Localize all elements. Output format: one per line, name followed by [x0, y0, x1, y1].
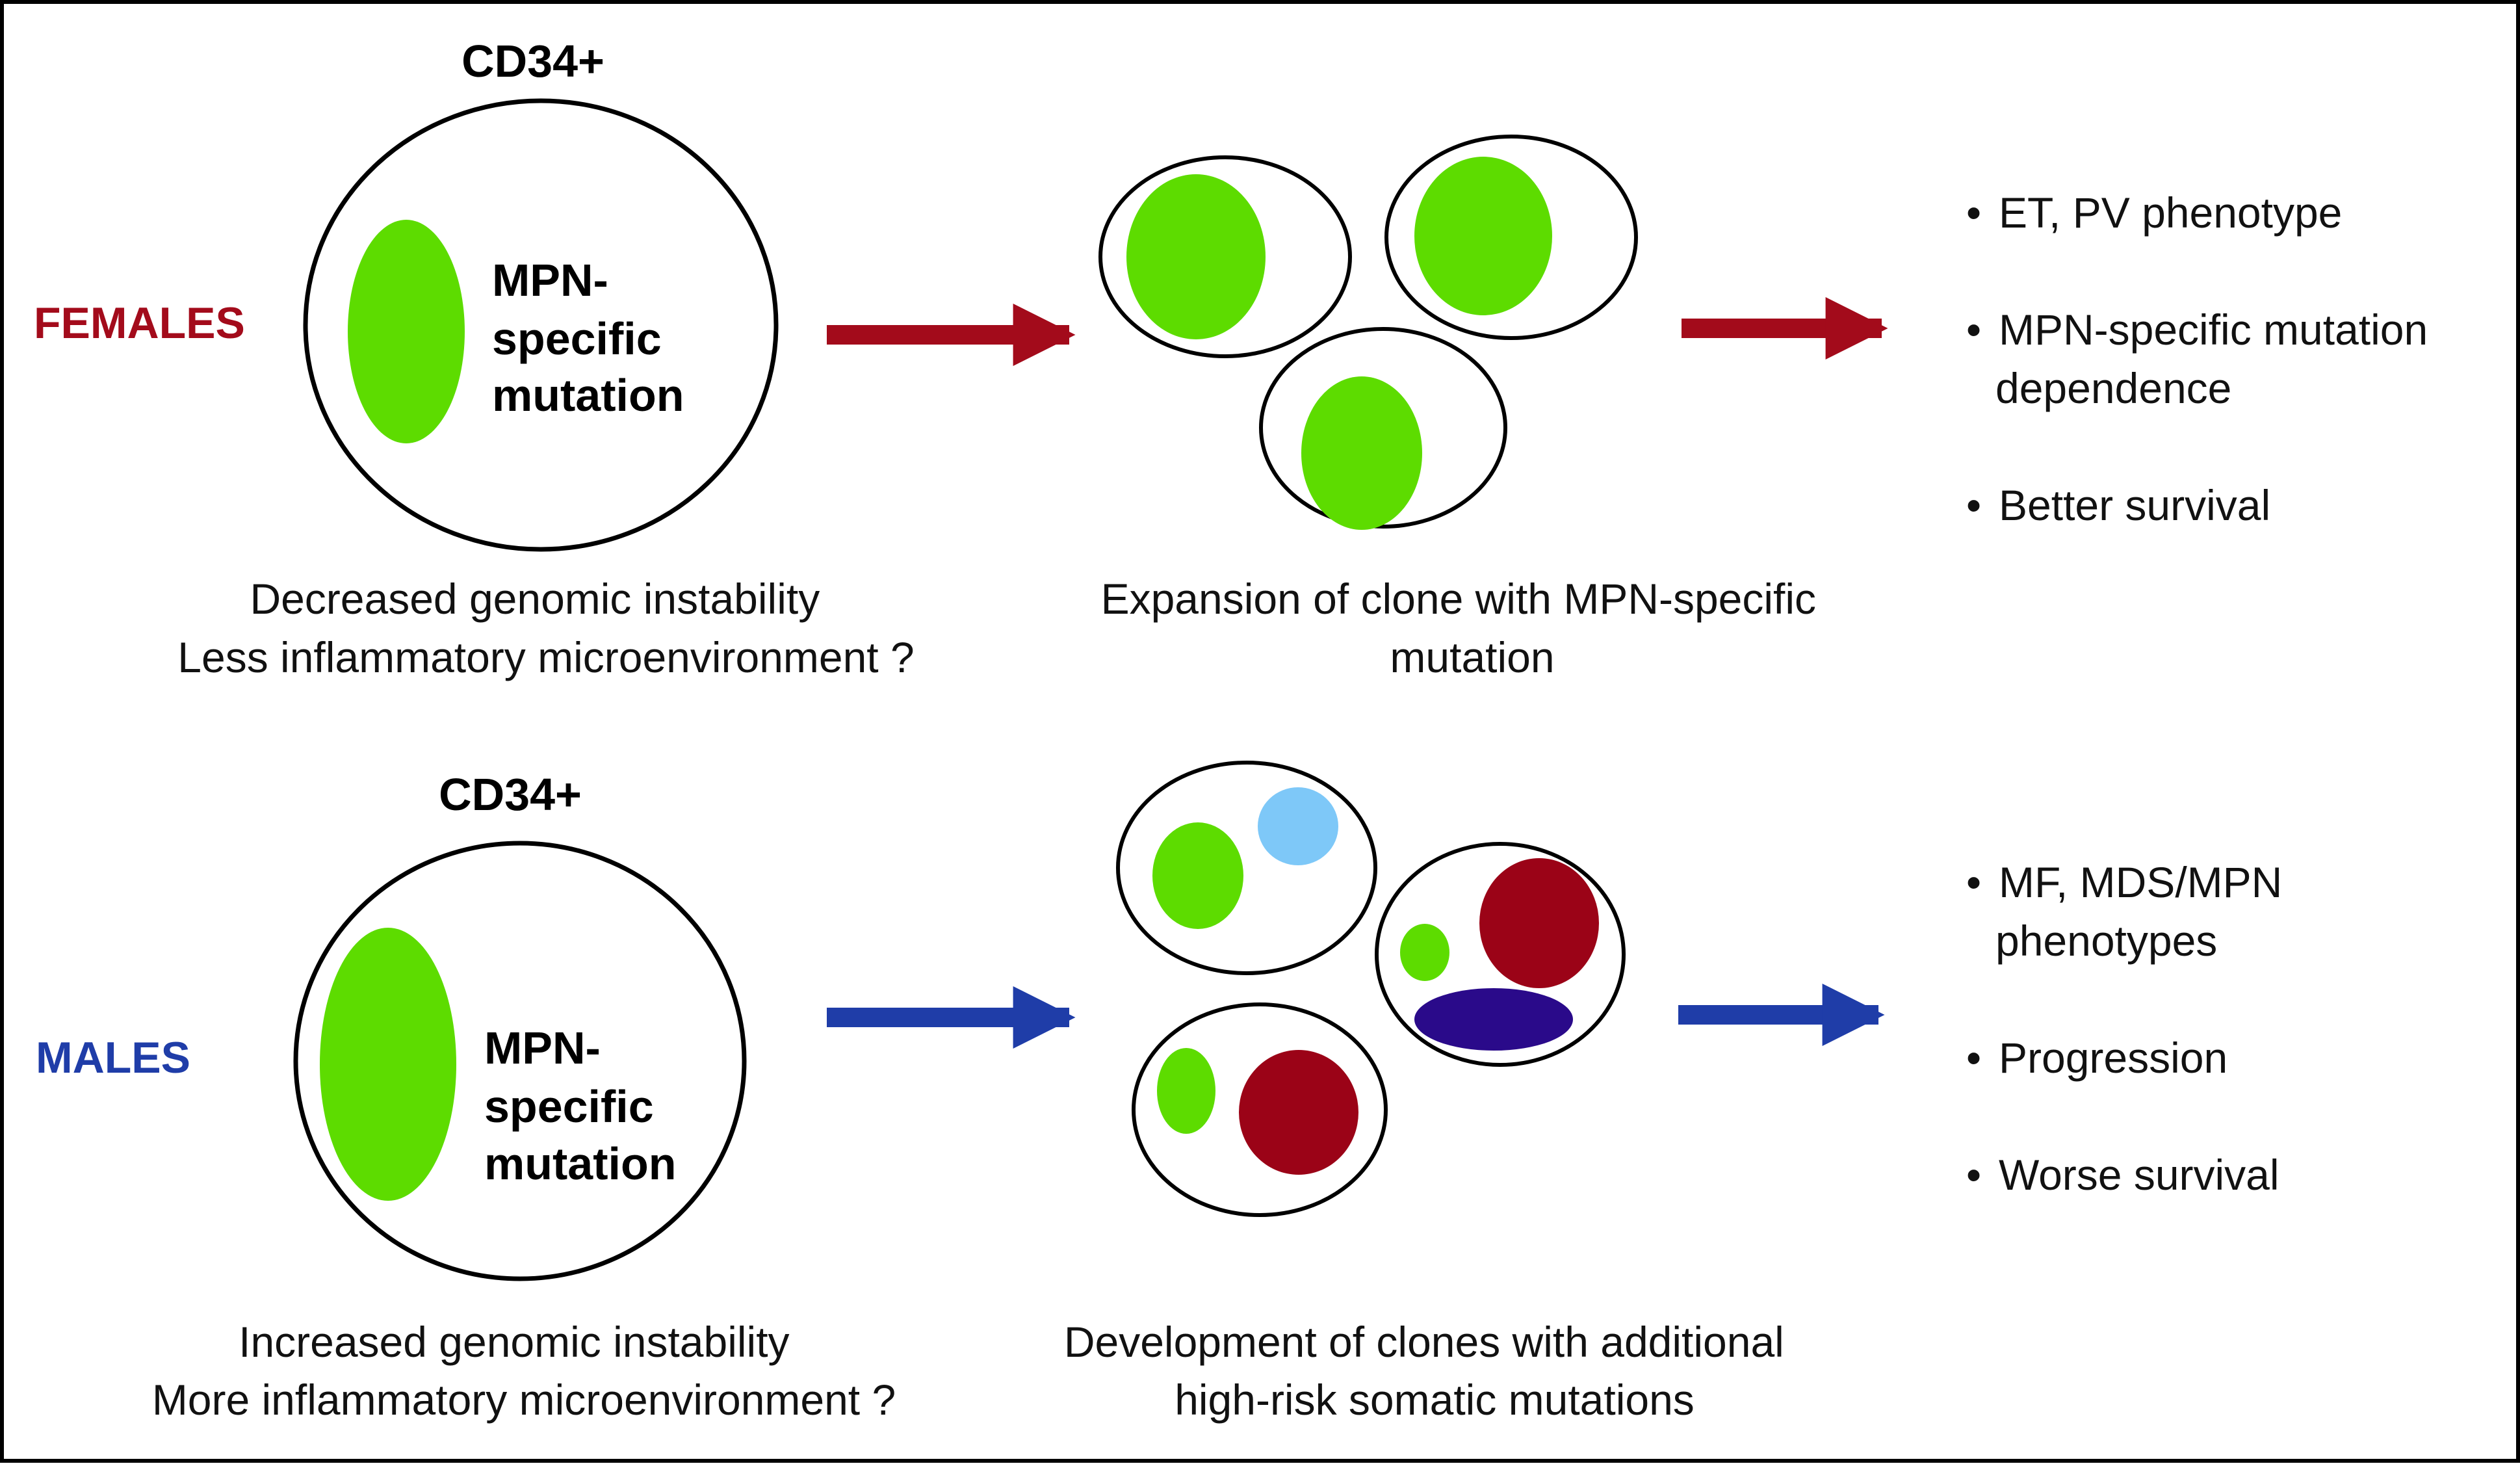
males-outcome-2: • Progression	[1966, 1034, 2228, 1082]
males-outcome-1: • MF, MDS/MPN phenotypes	[1966, 858, 2294, 965]
males-development-line-1: Development of clones with additional	[1064, 1318, 1784, 1366]
females-expansion-line-2: mutation	[1390, 633, 1554, 681]
females-caption-line-2: Less inflammatory microenvironment ?	[177, 633, 914, 681]
females-caption: Decreased genomic instability Less infla…	[177, 575, 914, 681]
females-outcomes: • ET, PV phenotype • MPN-specific mutati…	[1966, 189, 2440, 529]
males-development-line-2: high-risk somatic mutations	[1175, 1376, 1695, 1424]
females-row: FEMALES CD34+ MPN- specific mutation Dec…	[34, 36, 2440, 681]
females-clone-mutation-3	[1301, 376, 1422, 530]
males-outcome-1-line-2: phenotypes	[1995, 917, 2217, 965]
males-mutation-clone	[320, 928, 456, 1201]
females-outcome-1: • ET, PV phenotype	[1966, 189, 2342, 237]
males-outcomes: • MF, MDS/MPN phenotypes • Progression •…	[1966, 858, 2294, 1199]
males-clone-additional-2	[1479, 858, 1599, 988]
females-expansion-caption: Expansion of clone with MPN-specific mut…	[1101, 575, 1828, 681]
females-outcome-2: • MPN-specific mutation dependence	[1966, 306, 2440, 412]
females-mutation-line-1: MPN-	[492, 255, 608, 306]
males-outcome-3: • Worse survival	[1966, 1151, 2280, 1199]
females-outcome-2-line-2: dependence	[1995, 364, 2231, 412]
males-clone-mutation-3	[1157, 1048, 1215, 1134]
males-development-caption: Development of clones with additional hi…	[1064, 1318, 1796, 1424]
females-clone-mutation-2	[1414, 157, 1552, 315]
males-mutation-line-2: specific	[484, 1081, 654, 1132]
females-mutation-clone	[348, 220, 465, 443]
males-cell-label: CD34+	[439, 769, 582, 820]
females-mutation-line-3: mutation	[492, 370, 684, 421]
males-row: MALES CD34+ MPN- specific mutation Incre…	[36, 761, 2294, 1424]
females-clone-mutation-1	[1126, 174, 1266, 339]
females-expansion-line-1: Expansion of clone with MPN-specific	[1101, 575, 1816, 623]
females-outcome-2-line-1: MPN-specific mutation	[1999, 306, 2428, 354]
females-outcome-3-line-1: Better survival	[1999, 481, 2270, 529]
males-clone-mutation-2	[1400, 924, 1449, 981]
females-outcome-3: • Better survival	[1966, 481, 2270, 529]
females-mutation-line-2: specific	[492, 313, 662, 364]
males-clone-mutation-1	[1152, 822, 1243, 929]
males-clone-additional-3	[1414, 988, 1573, 1051]
males-clone-additional-4	[1239, 1050, 1358, 1175]
males-caption-line-1: Increased genomic instability	[239, 1318, 789, 1366]
males-label: MALES	[36, 1033, 190, 1082]
males-clone-additional-1	[1258, 787, 1338, 865]
females-cell-label: CD34+	[461, 36, 604, 86]
males-outcome-1-line-1: MF, MDS/MPN	[1999, 858, 2282, 906]
males-outcome-3-line-1: Worse survival	[1999, 1151, 2280, 1199]
females-label: FEMALES	[34, 298, 245, 348]
males-caption-line-2: More inflammatory microenvironment ?	[152, 1376, 896, 1424]
males-mutation-line-3: mutation	[484, 1138, 677, 1189]
females-mutation-label: MPN- specific mutation	[492, 255, 684, 421]
males-outcome-2-line-1: Progression	[1999, 1034, 2228, 1082]
males-mutation-label: MPN- specific mutation	[484, 1023, 677, 1189]
females-outcome-1-line-1: ET, PV phenotype	[1999, 189, 2342, 237]
males-caption: Increased genomic instability More infla…	[152, 1318, 896, 1424]
females-caption-line-1: Decreased genomic instability	[250, 575, 820, 623]
males-mutation-line-1: MPN-	[484, 1023, 601, 1073]
